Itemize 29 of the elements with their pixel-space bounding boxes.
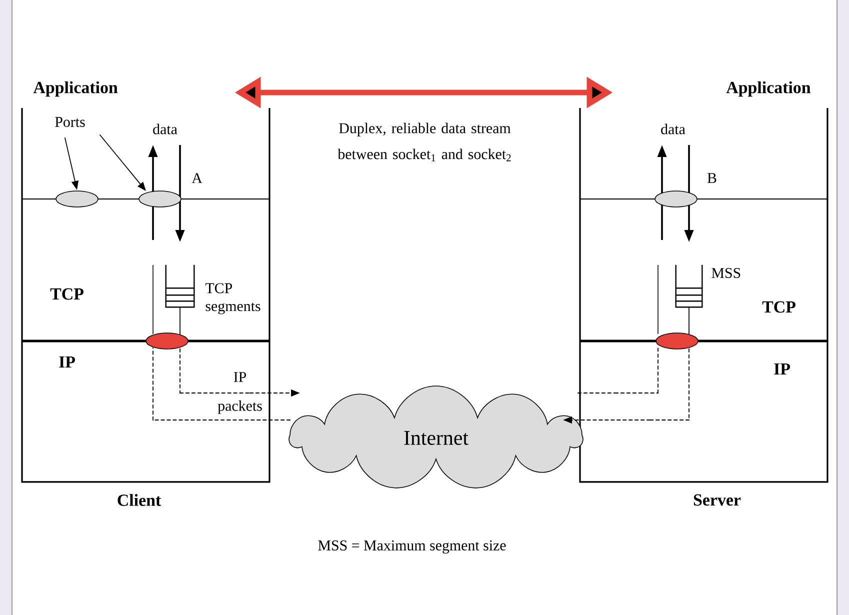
layer-label: IP — [59, 356, 75, 368]
socket-label: A — [192, 173, 202, 183]
packet-path — [152, 348, 290, 420]
layer-label: TCP — [762, 301, 796, 313]
port — [56, 190, 98, 208]
port — [654, 190, 698, 208]
ip-port — [656, 332, 698, 350]
packet-label: IP packets — [218, 372, 262, 414]
edge-label: Duplex, reliable data stream between socket$_{1}$ and socket$_{2}$ — [331, 122, 518, 162]
layer-heading: Application — [726, 81, 811, 97]
buffer-label: TCP segments — [205, 283, 260, 314]
data-label: data — [153, 124, 178, 134]
layer-label: IP — [774, 363, 790, 375]
layer-heading: Application — [33, 81, 118, 97]
ip-port — [146, 332, 188, 350]
segment-buffer — [165, 264, 195, 308]
ports-label: Ports — [55, 117, 85, 127]
layer-label: TCP — [50, 288, 84, 300]
data-label: data — [661, 124, 686, 134]
internet-cloud: Internet — [288, 386, 584, 488]
packet-path — [578, 348, 658, 394]
host-label: Server — [694, 494, 741, 506]
segment-buffer — [675, 264, 703, 308]
socket-label: B — [707, 173, 716, 183]
port — [138, 190, 182, 208]
host-label: Client — [118, 494, 162, 506]
note-text: MSS = Maximum segment size — [318, 540, 506, 554]
buffer-label: MSS — [712, 268, 740, 278]
packet-path — [688, 306, 690, 334]
